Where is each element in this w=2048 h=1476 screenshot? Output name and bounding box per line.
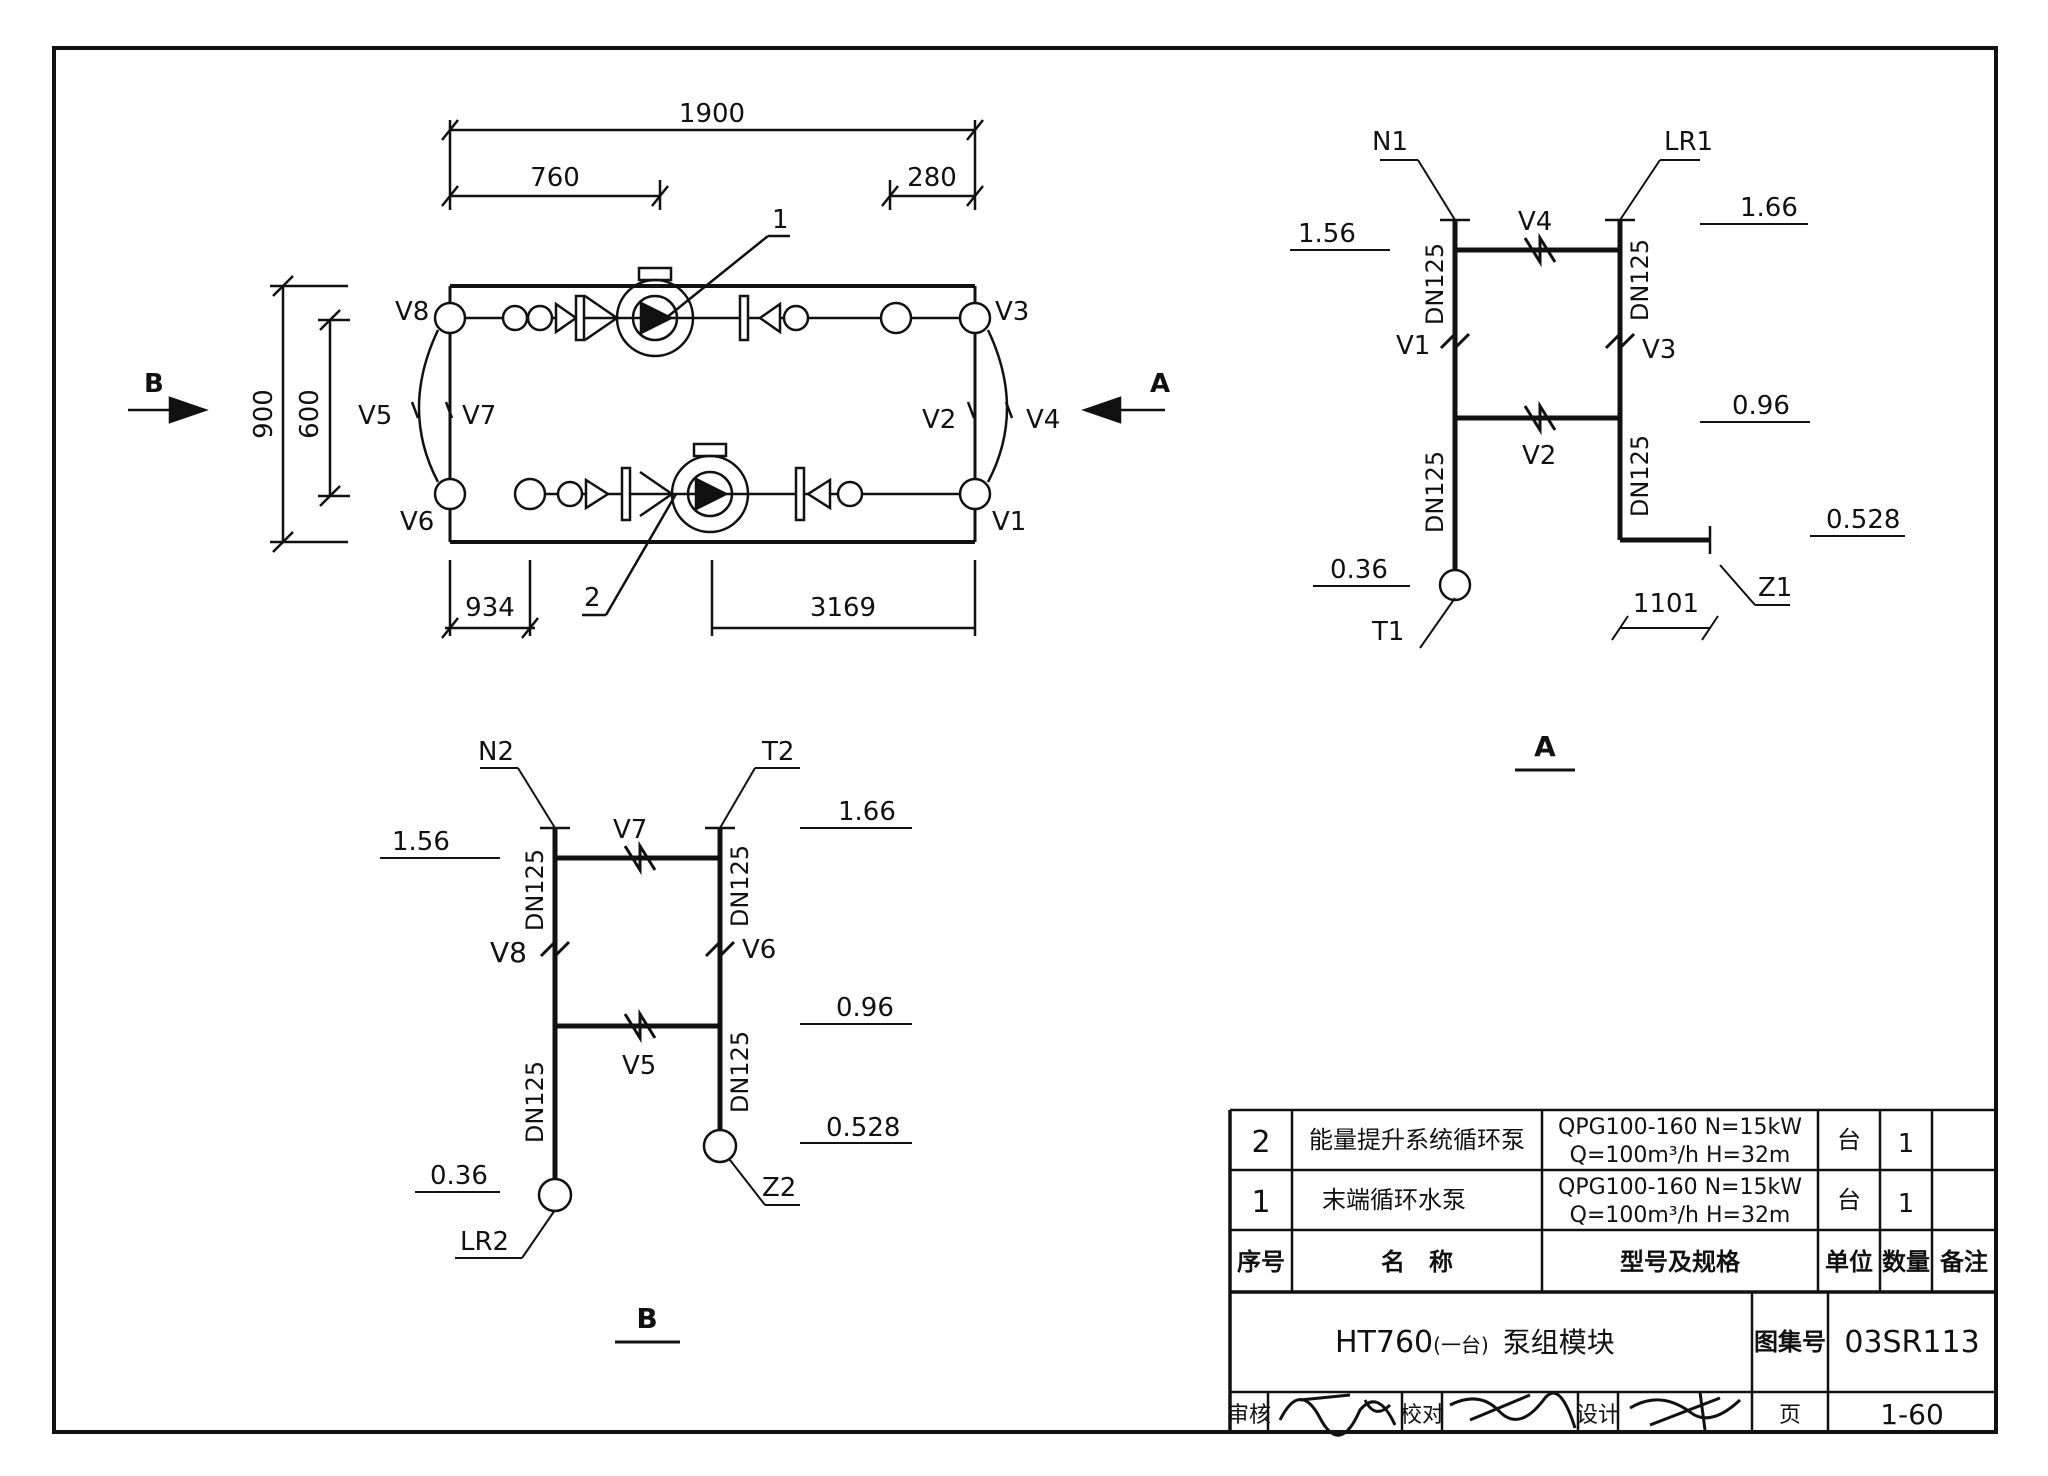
page-label: 页 (1779, 1403, 1801, 1428)
section-b-pipe-left-upper: DN125 (521, 849, 549, 931)
plan-dim-height-outer: 900 (249, 389, 279, 439)
drawing-title-small: (一台) (1433, 1333, 1489, 1357)
table-header-note: 备注 (1939, 1248, 1988, 1276)
table-row-2-spec-1: QPG100-160 N=15kW (1558, 1115, 1802, 1140)
table-row-2-spec-2: Q=100m³/h H=32m (1570, 1143, 1791, 1168)
section-a-t1: T1 (1371, 617, 1404, 647)
table-row-1-spec-1: QPG100-160 N=15kW (1558, 1175, 1802, 1200)
plan-valve-v4: V4 (1026, 405, 1060, 435)
plan-dim-bottom-left: 934 (465, 593, 515, 623)
section-b-v8: V8 (490, 936, 527, 969)
section-a-v4: V4 (1518, 207, 1552, 237)
section-b-v6: V6 (742, 935, 776, 965)
plan-view-arrow-b: B (144, 369, 164, 399)
table-header-name: 名 称 (1381, 1248, 1453, 1276)
section-a-v1: V1 (1396, 331, 1430, 361)
review-label: 审核 (1227, 1403, 1271, 1428)
plan-valve-v3: V3 (995, 297, 1029, 327)
plan-dim-overall: 1900 (679, 99, 745, 129)
plan-dim-left: 760 (530, 163, 580, 193)
section-b-pipe-right-lower: DN125 (726, 1031, 754, 1113)
check-label: 校对 (1400, 1403, 1444, 1428)
section-b-elev-0528: 0.528 (826, 1113, 900, 1143)
section-a-n1: N1 (1372, 127, 1408, 157)
section-b-lr2: LR2 (460, 1227, 509, 1257)
plan-dim-bottom-right: 3169 (810, 593, 876, 623)
section-a-elev-0528: 0.528 (1826, 505, 1900, 535)
signature-check (1449, 1391, 1577, 1429)
plan-dim-right: 280 (907, 163, 957, 193)
plan-valve-v8: V8 (395, 297, 429, 327)
section-a-elev-166: 1.66 (1740, 193, 1798, 223)
section-a-dim-1101: 1101 (1633, 589, 1699, 619)
section-b (380, 767, 912, 1344)
section-a-v3: V3 (1642, 335, 1676, 365)
plan-valve-v7: V7 (462, 401, 496, 431)
table-row-2-unit: 台 (1837, 1126, 1861, 1154)
page-number: 1-60 (1880, 1398, 1944, 1431)
plan-view-arrow-a: A (1150, 369, 1170, 399)
title-block-grid (1228, 1108, 1996, 1432)
section-a-title: A (1534, 730, 1556, 763)
table-row-1-qty: 1 (1898, 1189, 1915, 1219)
signature-review (1278, 1393, 1397, 1437)
section-b-elev-036: 0.36 (430, 1161, 488, 1191)
drawing-title: HT760(一台) 泵组模块 (1335, 1325, 1615, 1360)
section-b-elev-156: 1.56 (392, 827, 450, 857)
table-row-1-spec-2: Q=100m³/h H=32m (1570, 1203, 1791, 1228)
plan-valve-v2: V2 (922, 405, 956, 435)
table-header-spec: 型号及规格 (1620, 1248, 1741, 1276)
plan-dim-height-inner: 600 (295, 389, 325, 439)
section-b-t2: T2 (761, 737, 794, 767)
section-a-pipe-left-lower: DN125 (1421, 451, 1449, 533)
section-b-z2: Z2 (762, 1173, 796, 1203)
section-a (1290, 159, 1905, 772)
table-header-no: 序号 (1237, 1248, 1285, 1276)
plan-valve-v6: V6 (400, 507, 434, 537)
atlas-label: 图集号 (1754, 1328, 1826, 1356)
signature-design (1629, 1391, 1742, 1431)
table-header-qty: 数量 (1882, 1248, 1930, 1276)
plan-valve-v5: V5 (358, 401, 392, 431)
section-b-n2: N2 (478, 737, 514, 767)
section-a-elev-156: 1.56 (1298, 219, 1356, 249)
design-label: 设计 (1576, 1403, 1620, 1428)
plan-leader-1: 1 (772, 205, 789, 235)
table-row-2-name: 能量提升系统循环泵 (1309, 1126, 1525, 1154)
section-b-title: B (636, 1302, 657, 1335)
table-row-1-no: 1 (1251, 1185, 1270, 1220)
table-row-2-no: 2 (1251, 1125, 1270, 1160)
section-b-v7: V7 (613, 815, 647, 845)
section-a-pipe-right-upper: DN125 (1626, 239, 1654, 321)
drawing-title-main: HT760 (1335, 1325, 1433, 1360)
section-b-v5: V5 (622, 1051, 656, 1081)
plan-leader-2: 2 (584, 583, 601, 613)
section-b-pipe-left-lower: DN125 (521, 1061, 549, 1143)
section-a-v2: V2 (1522, 441, 1556, 471)
section-a-lr1: LR1 (1664, 127, 1713, 157)
drawing-title-suffix: 泵组模块 (1503, 1326, 1615, 1359)
section-a-pipe-right-lower: DN125 (1626, 435, 1654, 517)
section-a-elev-036: 0.36 (1330, 555, 1388, 585)
atlas-number: 03SR113 (1844, 1325, 1979, 1360)
section-b-elev-096: 0.96 (836, 993, 894, 1023)
table-row-1-name: 末端循环水泵 (1322, 1186, 1466, 1214)
section-a-z1: Z1 (1758, 573, 1792, 603)
plan-view (128, 119, 1165, 639)
section-a-elev-096: 0.96 (1732, 391, 1790, 421)
plan-valve-v1: V1 (992, 507, 1026, 537)
table-row-2-qty: 1 (1898, 1129, 1915, 1159)
table-row-1-unit: 台 (1837, 1186, 1861, 1214)
sheet-border (52, 46, 1998, 1434)
section-a-pipe-left-upper: DN125 (1421, 243, 1449, 325)
section-b-pipe-right-upper: DN125 (726, 845, 754, 927)
table-header-unit: 单位 (1825, 1248, 1873, 1276)
section-b-elev-166: 1.66 (838, 797, 896, 827)
